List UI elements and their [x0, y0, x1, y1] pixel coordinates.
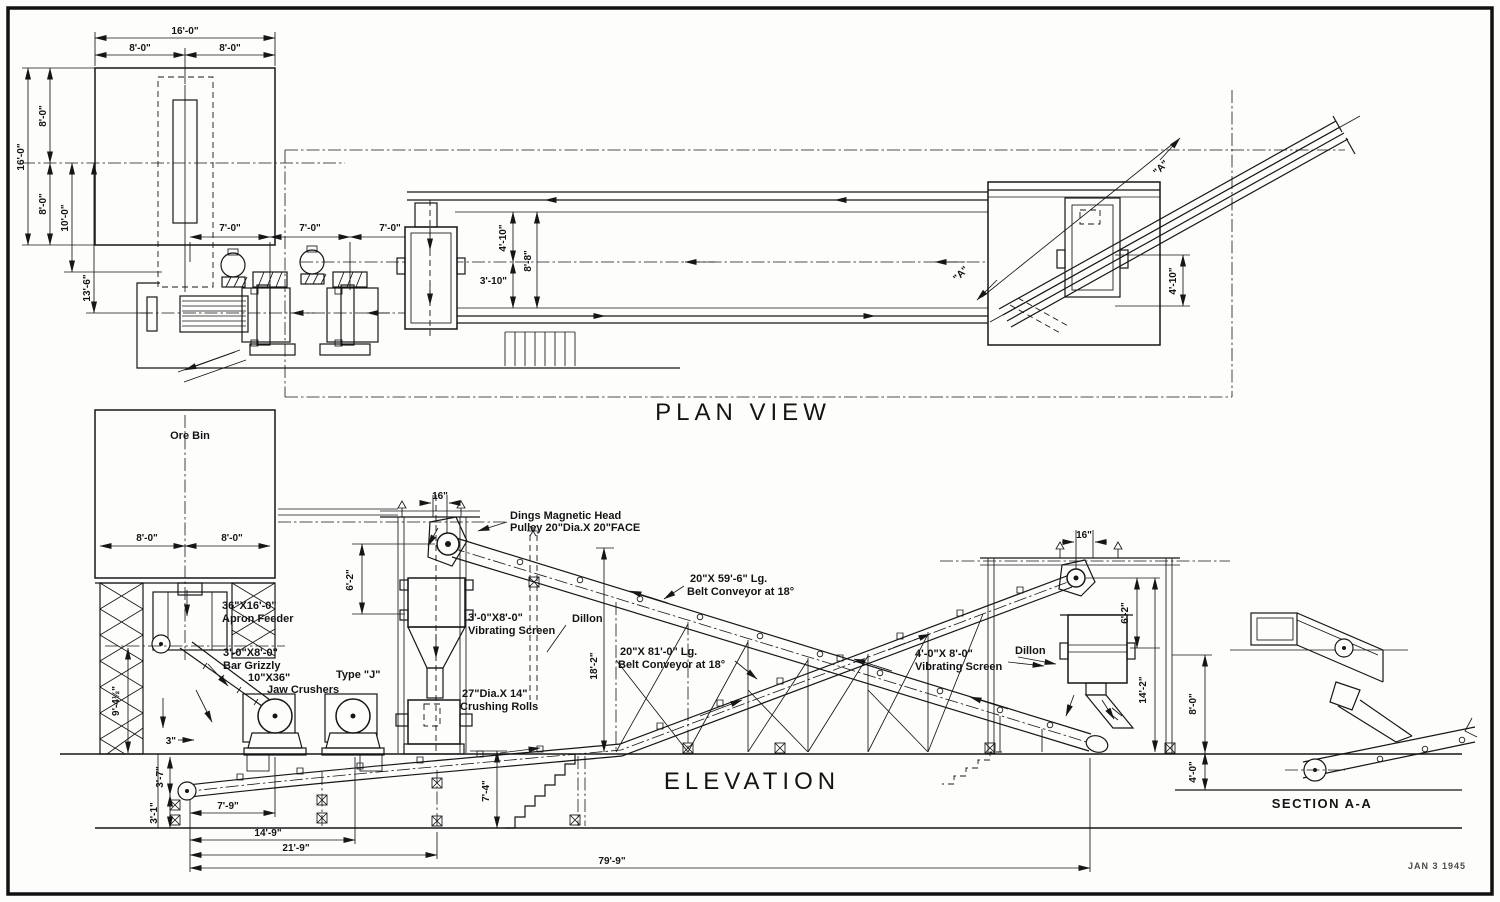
conveyor-81ft	[169, 570, 1176, 827]
plan-foundation	[136, 282, 680, 369]
dim-screen-l-16in: 16"	[432, 491, 448, 502]
plan-ore-bin	[94, 67, 276, 292]
label-bar-grizzly-2: Bar Grizzly	[223, 660, 281, 672]
dim-plan-8-0-top-left: 8'-0"	[129, 43, 151, 54]
label-screen-right-2: Vibrating Screen	[915, 661, 1002, 673]
dim-bin-8-0-right: 8'-0"	[221, 533, 243, 544]
dim-7-4: 7'-4"	[481, 780, 492, 802]
dim-21-9: 21'-9"	[282, 843, 309, 854]
sheet-border	[6, 6, 1494, 896]
dim-wall-9-4: 9'-4½"	[111, 686, 122, 716]
label-jaw-crushers-1: 10"X36"	[248, 672, 290, 684]
label-jaw-crushers-2: Jaw Crushers	[267, 684, 339, 696]
label-apron-feeder-2: Apron Feeder	[222, 613, 294, 625]
dim-plan-16-0-left: 16'-0"	[16, 143, 27, 170]
dim-14-9: 14'-9"	[254, 828, 281, 839]
label-conveyor-59-2: Belt Conveyor at 18°	[687, 586, 794, 598]
dim-plan-13-6-left: 13'-6"	[82, 274, 93, 301]
dim-gap-3in: 3"	[166, 736, 177, 747]
dim-plan-4-10-right: 4'-10"	[1168, 267, 1179, 294]
dim-18-2: 18'-2"	[589, 652, 600, 679]
title-section-aa: SECTION A-A	[1272, 796, 1373, 811]
label-bar-grizzly-1: 3'-0"X8'-0"	[223, 647, 278, 659]
elevation-left-screen-tower: 16" 6'-2" 18'-2"	[278, 491, 614, 755]
label-crushing-rolls-2: Crushing Rolls	[460, 701, 538, 713]
dashed-stair-symbol	[942, 751, 1002, 785]
dim-plan-8-0-left-lower: 8'-0"	[38, 193, 49, 215]
plan-screen-head-box	[404, 226, 458, 330]
plan-transfer-house: "A" "A" 4'-10"	[951, 115, 1361, 346]
dim-screen-l-6-2: 6'-2"	[345, 569, 356, 591]
dim-plan-4-10-mid: 4'-10"	[498, 224, 509, 251]
plan-inclined-conveyor	[989, 115, 1361, 335]
elevation-labels: 36"X16'-0" Apron Feeder 3'-0"X8'-0" Bar …	[222, 510, 1057, 713]
dim-plan-8-0-top-right: 8'-0"	[219, 43, 241, 54]
label-dillon-right: Dillon	[1015, 645, 1046, 657]
label-conveyor-59-1: 20"X 59'-6" Lg.	[690, 573, 767, 585]
label-crushing-rolls-1: 27"Dia.X 14"	[462, 688, 527, 700]
elevation-jaw-crushers: 3"	[166, 693, 385, 756]
title-plan-view: PLAN VIEW	[655, 399, 831, 426]
label-apron-feeder-1: 36"X16'-0"	[222, 600, 277, 612]
stairs	[505, 754, 576, 829]
dim-plan-10-0-left: 10'-0"	[60, 204, 71, 231]
dim-plan-3-10-mid: 3'-10"	[480, 276, 507, 287]
dim-plan-8-8-mid: 8'-8"	[523, 250, 534, 272]
elevation-ore-bin: Ore Bin 8'-0" 8'-0"	[94, 409, 276, 660]
label-type-j: Type "J"	[336, 669, 380, 681]
dim-right-8-0: 8'-0"	[1188, 693, 1199, 715]
elevation-trusses	[615, 602, 1043, 753]
elevation-view: Ore Bin 8'-0" 8'-0" 9'-4½"	[60, 409, 1462, 872]
label-screen-left-1: 3'-0"X8'-0"	[468, 612, 523, 624]
dim-right-4-0: 4'-0"	[1188, 761, 1199, 783]
section-marker-a-top: "A"	[1151, 158, 1171, 178]
dim-plan-7-0-b: 7'-0"	[299, 223, 321, 234]
plan-view: 16'-0" 8'-0" 8'-0" 16'-0" 8'-0" 8'-0" 10…	[16, 26, 1361, 426]
label-dillon-center: Dillon	[572, 613, 603, 625]
dim-plan-7-0-a: 7'-0"	[219, 223, 241, 234]
dim-screen-r-16in: 16"	[1076, 530, 1092, 541]
elevation-bar-grizzly	[160, 641, 271, 729]
plan-machinery	[146, 245, 390, 383]
dim-screen-r-6-2: 6'-2"	[1120, 602, 1131, 624]
section-marker-a-bottom: "A"	[951, 264, 971, 284]
elevation-foundation	[60, 753, 1462, 829]
label-conveyor-81-2: Belt Conveyor at 18°	[618, 659, 725, 671]
elevation-right-screen-tower: 16" 6'-2" 14'-2" 8'-0" 4'-0"	[940, 530, 1230, 791]
return-idlers	[516, 558, 1054, 729]
dim-79-9: 79'-9"	[598, 856, 625, 867]
label-screen-left-2: Vibrating Screen	[468, 625, 555, 637]
dim-plan-8-0-left-upper: 8'-0"	[38, 105, 49, 127]
label-dings-1: Dings Magnetic Head	[510, 510, 621, 522]
plan-conveyor: 4'-10" 8'-8" 3'-10"	[300, 191, 1160, 340]
date-stamp: JAN 3 1945	[1408, 861, 1466, 871]
dim-plan-16-0-top: 16'-0"	[171, 26, 198, 37]
dim-3-7: 3'-7"	[155, 766, 166, 788]
elevation-walls: 9'-4½"	[99, 582, 276, 755]
dim-3-1: 3'-1"	[149, 802, 160, 824]
title-elevation: ELEVATION	[664, 768, 840, 795]
dim-plan-7-0-c: 7'-0"	[379, 223, 401, 234]
dim-bin-8-0-left: 8'-0"	[136, 533, 158, 544]
label-dings-2: Pulley 20"Dia.X 20"FACE	[510, 522, 640, 534]
dim-14-2: 14'-2"	[1138, 676, 1149, 703]
section-aa-view: SECTION A-A	[1230, 612, 1478, 811]
label-ore-bin: Ore Bin	[170, 430, 210, 442]
label-screen-right-1: 4'-0"X 8'-0"	[915, 648, 973, 660]
label-conveyor-81-1: 20"X 81'-0" Lg.	[620, 646, 697, 658]
dim-7-9: 7'-9"	[217, 801, 239, 812]
conveyor-59ft	[451, 537, 1092, 752]
plan-dimensions: 16'-0" 8'-0" 8'-0" 16'-0" 8'-0" 8'-0" 10…	[16, 26, 431, 314]
elevation-apron-feeder	[105, 591, 285, 654]
elevation-bottom-dims: 7'-9" 14'-9" 21'-9" 79'-9" 3'-7" 3'-1" 7…	[149, 750, 1091, 872]
